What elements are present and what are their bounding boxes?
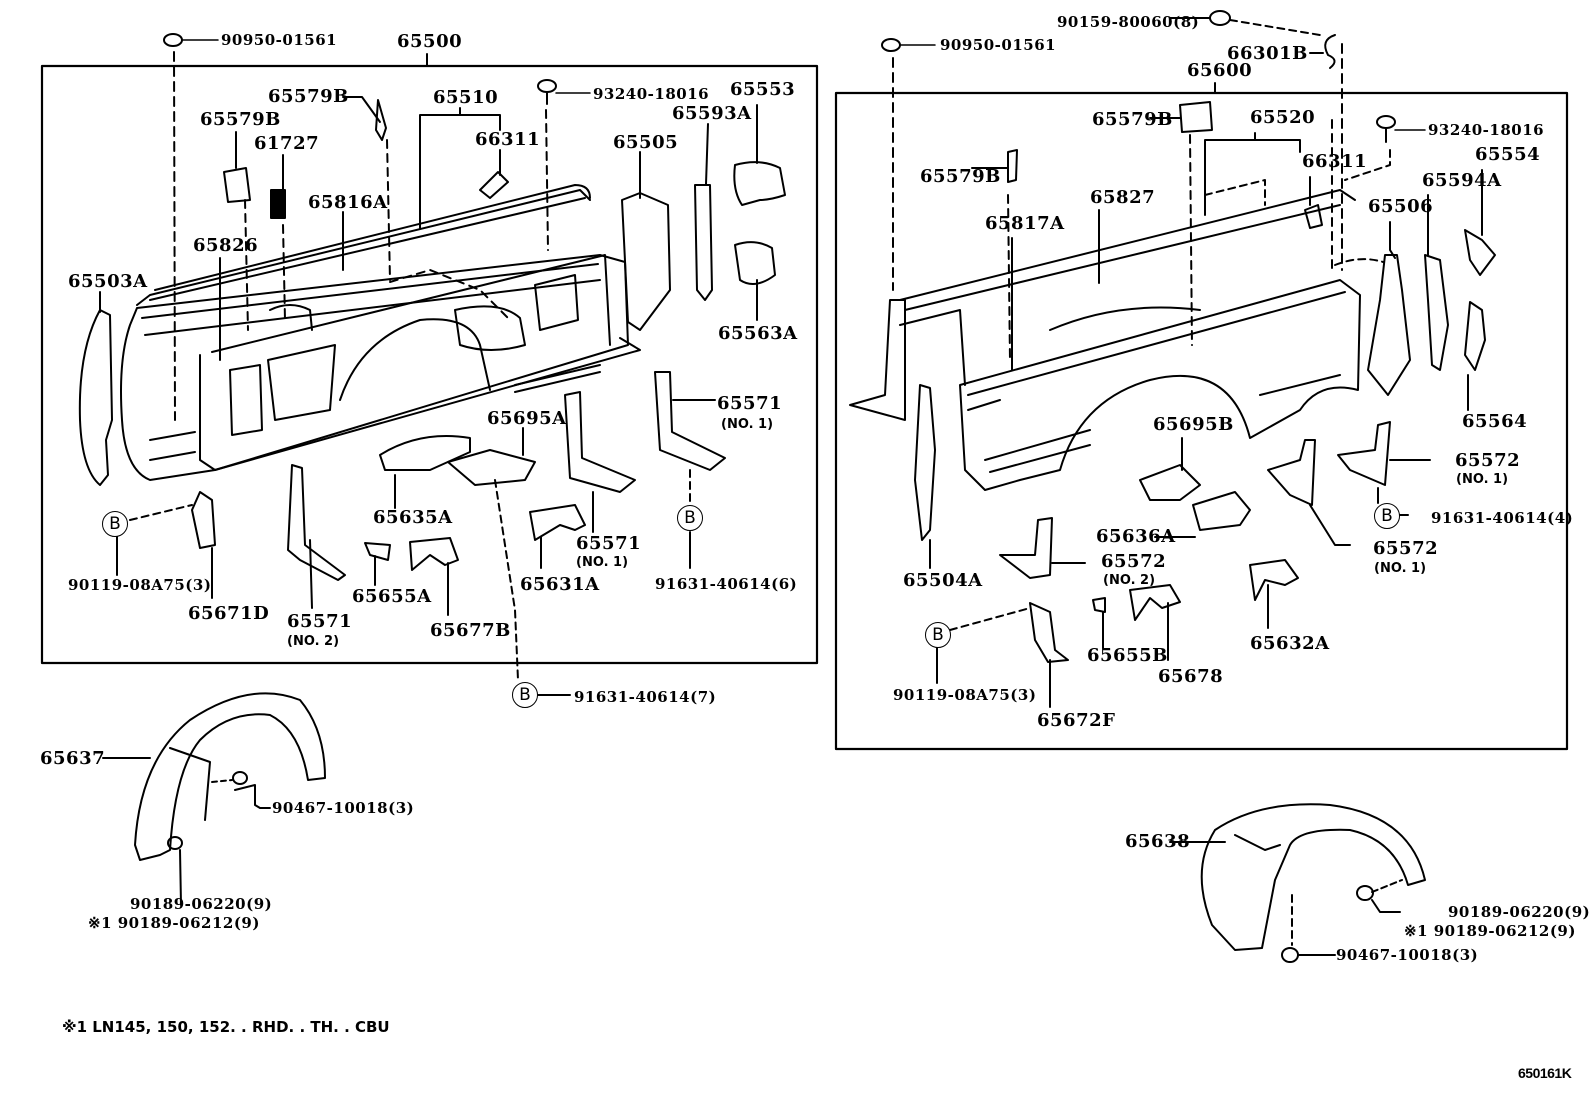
part-label-90467-right[interactable]: 90467-10018(3) xyxy=(1336,946,1479,964)
part-label-90159[interactable]: 90159-80060(8) xyxy=(1057,13,1200,31)
part-label-91631-7[interactable]: 91631-40614(7) xyxy=(574,688,717,706)
part-label-65671D[interactable]: 65671D xyxy=(188,603,270,624)
part-label-61727[interactable]: 61727 xyxy=(254,133,320,154)
part-label-65632A[interactable]: 65632A xyxy=(1250,633,1330,654)
part-label-66311[interactable]: 66311 xyxy=(475,129,541,150)
part-note-65571-left: (NO. 2) xyxy=(287,634,340,649)
part-label-65553[interactable]: 65553 xyxy=(730,79,796,100)
part-label-65520[interactable]: 65520 xyxy=(1250,107,1316,128)
part-label-65638[interactable]: 65638 xyxy=(1125,831,1191,852)
part-label-93240-right[interactable]: 93240-18016 xyxy=(1428,121,1545,139)
part-label-65827[interactable]: 65827 xyxy=(1090,187,1156,208)
part-label-66311-right[interactable]: 66311 xyxy=(1302,151,1368,172)
right-assembly-frame xyxy=(834,91,1569,751)
part-label-65655B[interactable]: 65655B xyxy=(1087,645,1168,666)
part-label-65572-left[interactable]: 65572 xyxy=(1101,551,1167,572)
plug-icon xyxy=(163,33,219,421)
part-label-65506[interactable]: 65506 xyxy=(1368,196,1434,217)
part-label-65635A[interactable]: 65635A xyxy=(373,507,453,528)
left-assembly-frame xyxy=(40,64,819,665)
part-label-65678[interactable]: 65678 xyxy=(1158,666,1224,687)
part-label-65593A[interactable]: 65593A xyxy=(672,103,752,124)
part-label-65655A[interactable]: 65655A xyxy=(352,586,432,607)
part-label-65503A[interactable]: 65503A xyxy=(68,271,148,292)
part-label-93240[interactable]: 93240-18016 xyxy=(593,85,710,103)
part-label-91631-6[interactable]: 91631-40614(6) xyxy=(655,575,798,593)
part-label-90189-06220-left[interactable]: 90189-06220(9) xyxy=(130,895,273,913)
part-note-65571-mid: (NO. 1) xyxy=(576,555,629,570)
bed-side-panel-right xyxy=(849,189,1361,491)
part-label-65695B[interactable]: 65695B xyxy=(1153,414,1234,435)
part-label-65510[interactable]: 65510 xyxy=(433,87,499,108)
bed-side-panel-left xyxy=(120,184,641,481)
part-label-65816A[interactable]: 65816A xyxy=(308,192,388,213)
marker-b-right-1[interactable]: B xyxy=(1374,503,1400,529)
marker-b-right-2[interactable]: B xyxy=(925,622,951,648)
part-label-90189-06212-left[interactable]: ※1 90189-06212(9) xyxy=(88,914,260,932)
part-note-65572-mid: (NO. 1) xyxy=(1374,561,1427,576)
part-note-65571-right: (NO. 1) xyxy=(721,417,774,432)
part-label-65594A[interactable]: 65594A xyxy=(1422,170,1502,191)
part-label-65579B[interactable]: 65579B xyxy=(268,86,349,107)
part-label-65572-right[interactable]: 65572 xyxy=(1455,450,1521,471)
part-label-65636A[interactable]: 65636A xyxy=(1096,526,1176,547)
wheel-liner-right xyxy=(1200,803,1426,951)
part-label-65637[interactable]: 65637 xyxy=(40,748,106,769)
marker-b-left-3[interactable]: B xyxy=(512,682,538,708)
marker-b-left-2[interactable]: B xyxy=(677,505,703,531)
part-label-65572-mid[interactable]: 65572 xyxy=(1373,538,1439,559)
assembly-label-65600[interactable]: 65600 xyxy=(1187,60,1253,81)
assembly-label-65500[interactable]: 65500 xyxy=(397,31,463,52)
part-label-90467-left[interactable]: 90467-10018(3) xyxy=(272,799,415,817)
part-label-90119-left[interactable]: 90119-08A75(3) xyxy=(68,576,212,594)
part-label-65579B[interactable]: 65579B xyxy=(200,109,281,130)
part-label-65571-right[interactable]: 65571 xyxy=(717,393,783,414)
marker-b-left-1[interactable]: B xyxy=(102,511,128,537)
part-label-90950-left[interactable]: 90950-01561 xyxy=(221,31,338,49)
part-label-90950-right[interactable]: 90950-01561 xyxy=(940,36,1057,54)
diagram-code: 650161K xyxy=(1518,1065,1572,1081)
part-label-65631A[interactable]: 65631A xyxy=(520,574,600,595)
part-65503A-shape xyxy=(78,309,113,486)
part-note-65572-right: (NO. 1) xyxy=(1456,472,1509,487)
part-label-65579B-right-b[interactable]: 65579B xyxy=(920,166,1001,187)
part-label-65505[interactable]: 65505 xyxy=(613,132,679,153)
part-label-65563A[interactable]: 65563A xyxy=(718,323,798,344)
part-label-65672F[interactable]: 65672F xyxy=(1037,710,1116,731)
part-label-65695A[interactable]: 65695A xyxy=(487,408,567,429)
part-label-65817A[interactable]: 65817A xyxy=(985,213,1065,234)
part-label-65579B-right-a[interactable]: 65579B xyxy=(1092,109,1173,130)
footnote-applicability: ※1 LN145, 150, 152. . RHD. . TH. . CBU xyxy=(62,1018,390,1036)
part-label-90189-06212-right[interactable]: ※1 90189-06212(9) xyxy=(1404,922,1576,940)
part-label-65554[interactable]: 65554 xyxy=(1475,144,1541,165)
wheel-liner-left xyxy=(134,692,326,861)
part-label-65571-left[interactable]: 65571 xyxy=(287,611,353,632)
part-label-65826[interactable]: 65826 xyxy=(193,235,259,256)
part-label-66301B[interactable]: 66301B xyxy=(1227,43,1308,64)
part-label-91631-4[interactable]: 91631-40614(4) xyxy=(1431,509,1574,527)
part-label-65564[interactable]: 65564 xyxy=(1462,411,1528,432)
part-label-90189-06220-right[interactable]: 90189-06220(9) xyxy=(1448,903,1591,921)
part-label-65571-mid[interactable]: 65571 xyxy=(576,533,642,554)
part-label-90119-right[interactable]: 90119-08A75(3) xyxy=(893,686,1037,704)
screw-icon xyxy=(537,79,591,105)
screw-icon-right xyxy=(1376,115,1426,143)
part-label-65504A[interactable]: 65504A xyxy=(903,570,983,591)
part-note-65572-left: (NO. 2) xyxy=(1103,573,1156,588)
part-label-65677B[interactable]: 65677B xyxy=(430,620,511,641)
